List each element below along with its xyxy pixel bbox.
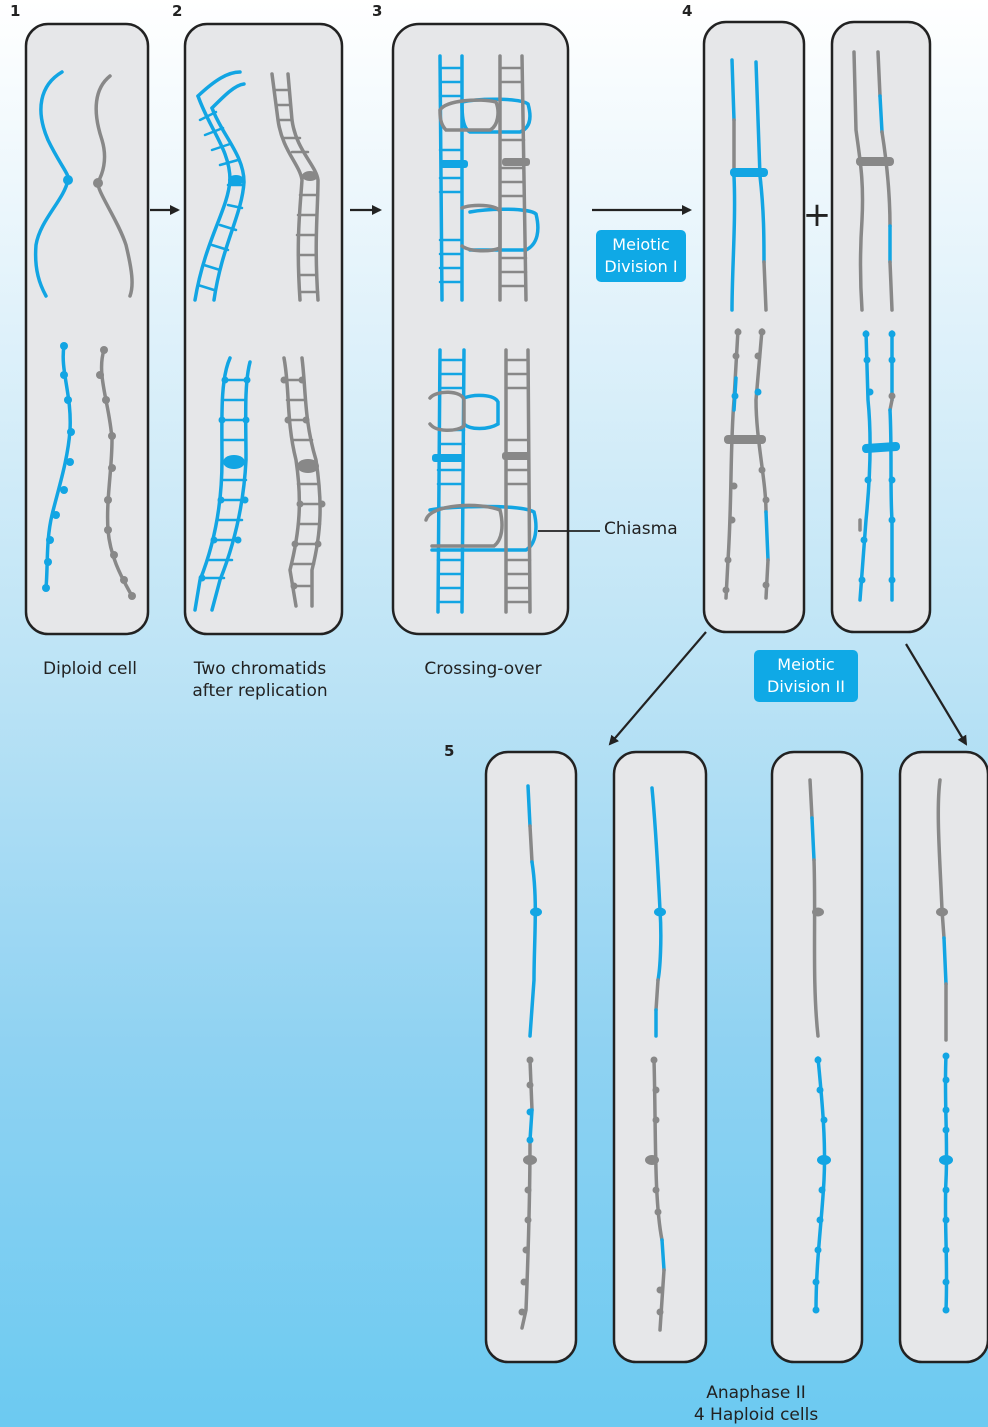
cell-haploid-2 [614,752,706,1362]
step-number-4: 4 [682,2,692,20]
step-number-1: 1 [10,2,20,20]
caption-anaphase-line2: 4 Haploid cells [656,1404,856,1426]
step-number-5: 5 [444,742,454,760]
meiotic-division-2-line1: Meiotic [754,654,858,676]
step-number-2: 2 [172,2,182,20]
caption-two-chromatids-line1: Two chromatids [170,658,350,680]
meiotic-division-2-line2: Division II [754,676,858,698]
cell-division1-left [704,22,804,632]
caption-crossing-over: Crossing-over [398,658,568,680]
meiotic-division-2-tag: Meiotic Division II [754,650,858,702]
haploid-centromeres [519,908,954,1316]
caption-anaphase: Anaphase II 4 Haploid cells [656,1382,856,1426]
meiotic-division-1-line2: Division I [596,256,686,278]
chiasma-label: Chiasma [604,519,678,539]
haploid-chromosomes [522,780,947,1330]
cell-diploid [26,24,148,634]
caption-two-chromatids: Two chromatids after replication [170,658,350,702]
arrow-to-haploid-right [906,644,966,744]
caption-two-chromatids-line2: after replication [170,680,350,702]
cell-crossing-over [393,24,568,634]
arrow-to-haploid-left [610,632,706,744]
caption-diploid-cell: Diploid cell [10,658,170,680]
step-number-3: 3 [372,2,382,20]
meiotic-division-1-tag: Meiotic Division I [596,230,686,282]
meiotic-division-1-line1: Meiotic [596,234,686,256]
caption-anaphase-line1: Anaphase II [656,1382,856,1404]
plus-sign: + [803,195,832,235]
